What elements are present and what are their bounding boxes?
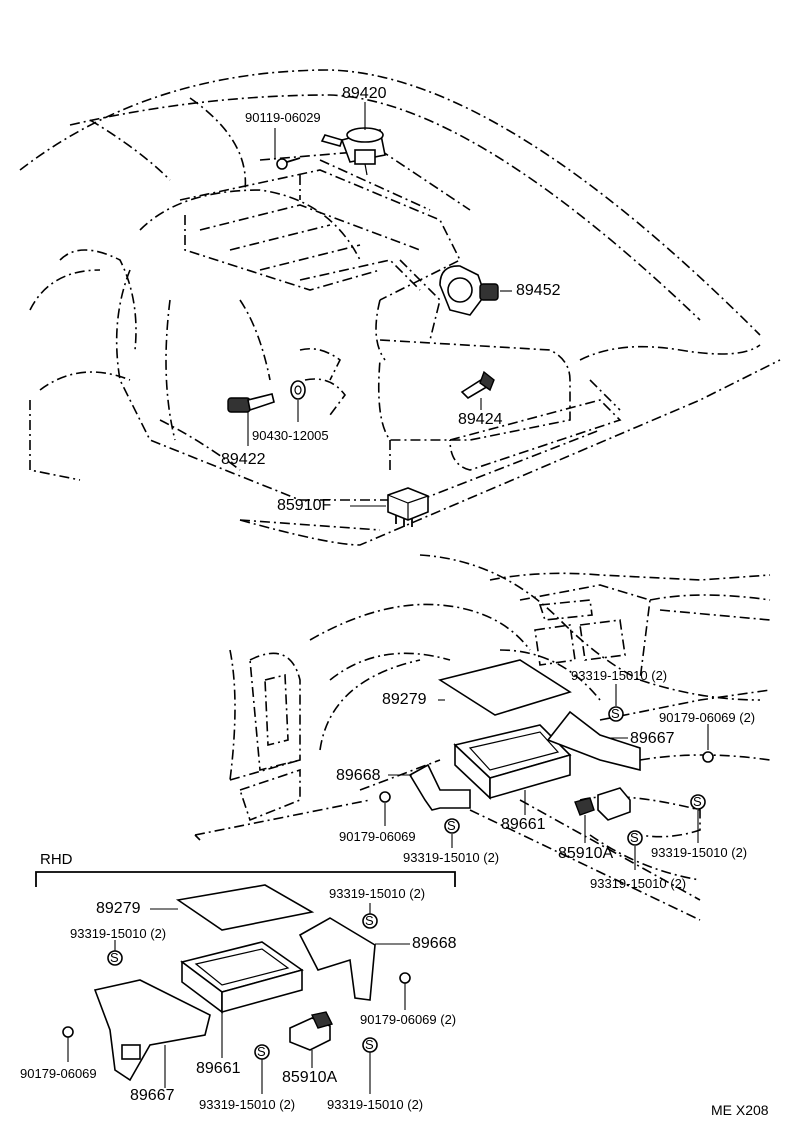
label-85910A-rhd: 85910A [282,1069,338,1086]
part-89279-cover-rhd [175,884,315,931]
s-symbol: S [693,794,702,809]
part-89661-ecu-rhd [180,941,304,1014]
part-89279-cover-dash [437,659,572,716]
s-symbol: S [257,1044,266,1059]
label-89420: 89420 [342,85,387,102]
label-89667-dash: 89667 [630,730,675,747]
part-89452-sensor [439,265,499,316]
part-89661-ecu-dash [453,724,572,800]
label-89424: 89424 [458,411,503,428]
s-symbol: S [365,1037,374,1052]
part-85910A-relay-rhd [289,1011,334,1051]
rhd-bracket-line [35,871,456,887]
part-89668-bracket-dash [408,763,471,811]
engine-bay-outline [19,69,781,546]
label-rhd: RHD [40,851,73,868]
label-89668-dash: 89668 [336,767,381,784]
s-symbol: S [447,818,456,833]
label-89279-rhd: 89279 [96,900,141,917]
part-89420-sensor [320,127,386,176]
label-90179-06069-b: 90179-06069 [339,829,416,844]
part-90119-06029-bolt [276,157,301,170]
rhd-fasteners [62,913,411,1060]
label-93319-15010-d: 93319-15010 (2) [590,876,687,891]
part-85910F-relay [387,487,429,527]
label-93319-15010-e: 93319-15010 (2) [329,886,426,901]
part-89422-sensor [227,393,275,413]
s-symbol: S [365,913,374,928]
label-85910F: 85910F [277,497,332,514]
label-89279-dash: 89279 [382,691,427,708]
label-93319-15010-c: 93319-15010 (2) [651,845,748,860]
label-90430-12005: 90430-12005 [252,428,329,443]
label-89667-rhd: 89667 [130,1087,175,1104]
label-93319-15010-h: 93319-15010 (2) [327,1097,424,1112]
part-89667-bracket-rhd [93,979,211,1082]
label-89422: 89422 [221,451,266,468]
label-93319-15010-a: 93319-15010 (2) [571,668,668,683]
label-89661-dash: 89661 [501,816,546,833]
part-85910A-relay-dash [574,787,631,821]
label-90179-06069-c: 90179-06069 (2) [360,1012,457,1027]
label-85910A-dash: 85910A [558,845,614,862]
label-90179-06069-a: 90179-06069 (2) [659,710,756,725]
dashboard-outline [194,554,771,921]
s-symbol: S [110,950,119,965]
dash-fasteners [379,706,714,846]
label-93319-15010-g: 93319-15010 (2) [199,1097,296,1112]
engine-leader-lines [247,102,512,507]
label-90119-06029: 90119-06029 [245,110,321,125]
label-89452: 89452 [516,282,561,299]
part-89668-bracket-rhd [298,917,376,1001]
rhd-leader-lines [67,903,410,1094]
label-89661-rhd: 89661 [196,1060,241,1077]
dash-leader-lines [384,684,709,870]
part-89424-sensor [460,370,495,400]
part-90430-12005-gasket [290,380,306,400]
label-93319-15010-b: 93319-15010 (2) [403,850,500,865]
label-90179-06069-d: 90179-06069 [20,1066,97,1081]
s-symbol: S [611,706,620,721]
part-89667-bracket-dash [546,710,641,772]
s-symbol: S [630,830,639,845]
reference-code: ME X208 [711,1102,769,1118]
label-93319-15010-f: 93319-15010 (2) [70,926,167,941]
label-89668-rhd: 89668 [412,935,457,952]
